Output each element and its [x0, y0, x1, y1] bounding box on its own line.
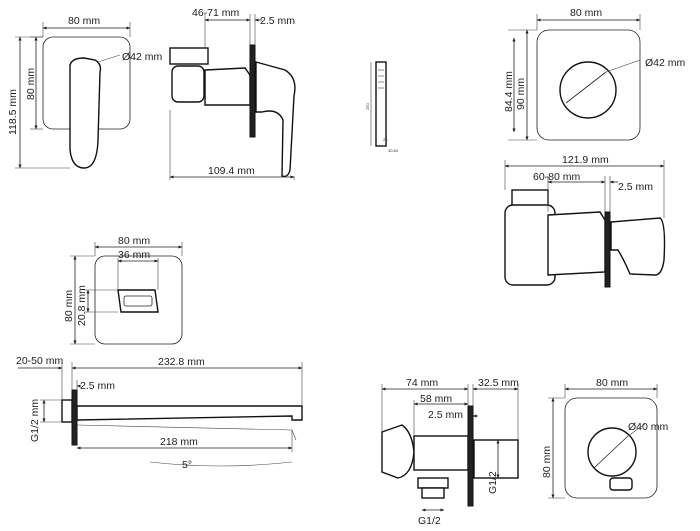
outlet-thread-bottom-label: G1/2: [418, 515, 441, 527]
outlet-plate-depth-label: 32.5 mm: [478, 377, 519, 389]
mixer-lever-handle: [69, 57, 102, 169]
diverter-height-inner-label: 90 mm: [515, 78, 527, 110]
wall-outlet-body: [381, 424, 415, 479]
diverter-cartridge-body: [547, 211, 606, 276]
outlet-body-length-label: 58 mm: [420, 393, 452, 405]
spout-total-length-label: 232.8 mm: [158, 356, 205, 368]
spout-cover-plate: [94, 255, 183, 345]
mixer-cartridge-body: [204, 67, 251, 106]
mixer-cartridge-top: [169, 47, 209, 65]
spout-wall-range-label: 20-50 mm: [16, 355, 64, 367]
spout-angle-label: 5°: [182, 459, 192, 471]
outlet-thread-side-label: G1/2: [487, 471, 499, 494]
diverter-side-view: 121.9 mm 60-80 mm 2.5 mm: [504, 154, 666, 288]
spout-plate-thk-label: 2.5 mm: [80, 380, 115, 392]
wall-outlet-plate: [467, 405, 474, 507]
spout-outlet-height-label: 20.8 mm: [76, 285, 88, 326]
diverter-cover-plate: [536, 29, 641, 141]
mixer-length-label: 109.4 mm: [208, 165, 255, 177]
spout-wall-plate: [71, 389, 78, 446]
diverter-front-view: 80 mm 90 mm 84.4 mm Ø42 mm: [503, 7, 686, 141]
diverter-plate-thk-label: 2.5 mm: [618, 181, 653, 193]
mixer-plate-height-label: 80 mm: [25, 68, 37, 100]
hand-shower-body: [375, 61, 387, 147]
wall-outlet-front-view: 80 mm 80 mm Ø40 mm: [541, 377, 669, 499]
outlet-diameter-label: Ø40 mm: [628, 421, 669, 433]
hand-shower-view: 250 26 30.84: [365, 61, 399, 153]
outlet-plate-height-label: 80 mm: [541, 446, 553, 478]
mixer-plate-thk-label: 2.5 mm: [260, 15, 295, 27]
mixer-front-view: 80 mm 80 mm 118.5 mm Ø42 mm: [7, 15, 163, 169]
diverter-knob-side: [610, 217, 666, 276]
diverter-wall-plate: [604, 211, 611, 288]
mixer-depth-range-label: 46-71 mm: [192, 7, 240, 19]
mixer-side-view: 46-71 mm 2.5 mm 109.4 mm: [169, 7, 296, 180]
wall-outlet-cover-plate: [564, 397, 658, 499]
outlet-plate-width-label: 80 mm: [596, 377, 628, 389]
hand-shower-width1-label: 26: [383, 137, 388, 142]
spout-length-label: 218 mm: [160, 436, 198, 448]
spout-outlet-width-label: 36 mm: [118, 249, 150, 261]
mixer-plate-width-label: 80 mm: [68, 15, 100, 27]
spout-body: [76, 405, 303, 421]
wall-outlet-shaft: [413, 435, 469, 471]
diverter-width-label: 80 mm: [570, 7, 602, 19]
diverter-depth-range-label: 60-80 mm: [533, 171, 581, 183]
wall-outlet-bottom-nut: [417, 477, 449, 489]
diverter-knob: [559, 61, 617, 119]
wall-outlet-connector: [473, 439, 519, 479]
mixer-total-height-label: 118.5 mm: [7, 89, 19, 135]
outlet-plate-thk-label: 2.5 mm: [428, 409, 463, 421]
mixer-diameter-label: Ø42 mm: [122, 51, 163, 63]
spout-outlet: [117, 289, 159, 313]
diverter-length-label: 121.9 mm: [562, 154, 609, 166]
spout-plate-width-label: 80 mm: [118, 235, 150, 247]
diverter-diameter-label: Ø42 mm: [645, 57, 686, 69]
mixer-wall-plate: [249, 44, 256, 138]
hand-shower-length-label: 250: [365, 103, 370, 110]
outlet-length-label: 74 mm: [406, 377, 438, 389]
diverter-height-label: 84.4 mm: [503, 71, 515, 112]
hand-shower-width2-label: 30.84: [388, 148, 399, 153]
mixer-handle-side: [255, 61, 296, 178]
spout-front-view: 80 mm 36 mm 80 mm 20.8 mm: [63, 235, 183, 345]
wall-outlet-side-view: 74 mm 32.5 mm 58 mm 2.5 mm G1/2 G1/2: [381, 377, 519, 527]
spout-thread-label: G1/2 mm: [29, 399, 41, 442]
spout-thread-connector: [61, 399, 73, 423]
spout-plate-height-label: 80 mm: [63, 290, 75, 322]
spout-side-view: 20-50 mm 232.8 mm 2.5 mm G1/2 mm 218 mm …: [16, 355, 303, 471]
